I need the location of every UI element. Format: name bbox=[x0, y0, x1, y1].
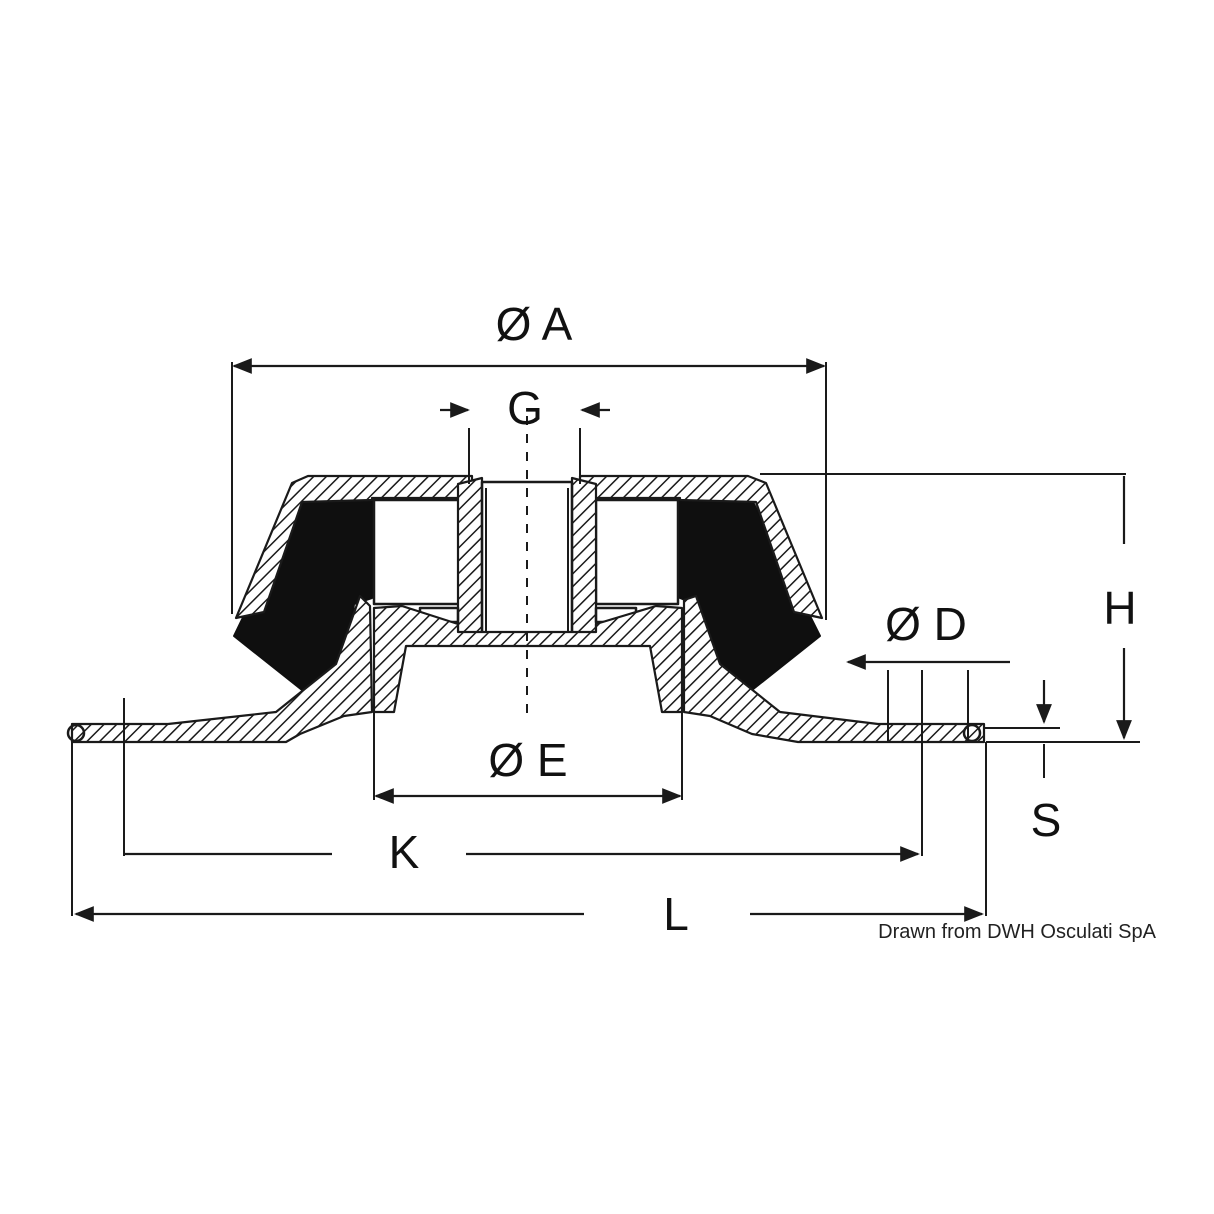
dim-D-label: Ø D bbox=[885, 598, 967, 650]
cavity-left bbox=[372, 498, 462, 606]
dim-A-label: Ø A bbox=[496, 298, 573, 350]
base-flange bbox=[66, 594, 986, 744]
flange-edge-left bbox=[66, 723, 86, 743]
dimension-L: L bbox=[71, 742, 987, 940]
dim-G-label: G bbox=[507, 382, 543, 434]
base-flange-right bbox=[682, 594, 986, 744]
dim-H-label: H bbox=[1103, 582, 1136, 634]
dim-L-label: L bbox=[663, 888, 689, 940]
inner-cup bbox=[372, 604, 684, 714]
dim-E-label: Ø E bbox=[488, 734, 567, 786]
base-flange-left bbox=[70, 594, 374, 744]
inner-cup-shape bbox=[372, 604, 684, 714]
dimension-D: Ø D bbox=[846, 598, 1010, 670]
top-cap-right bbox=[578, 474, 824, 620]
dimension-G: G bbox=[440, 382, 610, 484]
dimension-H: H bbox=[760, 473, 1140, 743]
dimension-E: Ø E bbox=[373, 712, 683, 804]
dim-S-label: S bbox=[1031, 794, 1062, 846]
dimension-K: K bbox=[123, 670, 923, 878]
insert-wall-left bbox=[456, 476, 484, 642]
cavity-right bbox=[594, 498, 680, 606]
insert-wall-right bbox=[570, 476, 598, 642]
credit-text: Drawn from DWH Osculati SpA bbox=[878, 921, 1156, 943]
dimension-S: S bbox=[984, 680, 1061, 846]
dim-K-label: K bbox=[389, 826, 420, 878]
top-cap-left bbox=[234, 474, 474, 620]
flange-edge-right bbox=[962, 723, 982, 743]
dimension-A: Ø A bbox=[231, 298, 827, 620]
